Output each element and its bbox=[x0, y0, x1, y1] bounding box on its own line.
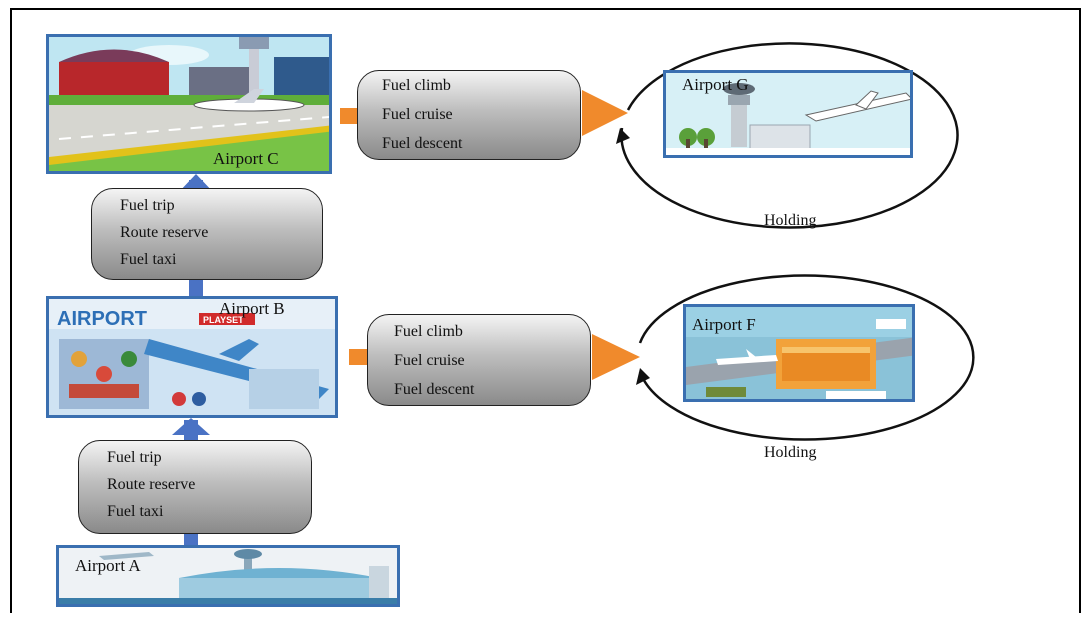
diagram-frame bbox=[10, 8, 1081, 613]
airport-b-sign: AIRPORT bbox=[57, 308, 147, 330]
airport-a-label: Airport A bbox=[75, 556, 141, 575]
fuel-bc-line-1: Fuel trip bbox=[120, 197, 175, 214]
fuel-bf-line-3: Fuel descent bbox=[394, 381, 475, 398]
holding-arrowhead-g bbox=[616, 128, 630, 144]
holding-circle-f bbox=[638, 274, 975, 441]
arrow-head-bf bbox=[592, 334, 640, 380]
airport-g-illustration bbox=[666, 73, 910, 155]
fuel-bc-line-2: Route reserve bbox=[120, 224, 209, 241]
fuel-cg-line-2: Fuel cruise bbox=[382, 106, 453, 123]
fuel-box-cg: Fuel climb Fuel cruise Fuel descent bbox=[357, 70, 581, 160]
arrow-head-cg bbox=[582, 90, 628, 136]
fuel-box-bf: Fuel climb Fuel cruise Fuel descent bbox=[367, 314, 591, 406]
holding-label-f: Holding bbox=[764, 444, 817, 461]
holding-circle-g bbox=[620, 42, 959, 229]
fuel-bf-line-2: Fuel cruise bbox=[394, 352, 465, 369]
airport-a-image: Airport A bbox=[56, 545, 400, 607]
fuel-ab-line-1: Fuel trip bbox=[107, 449, 162, 466]
airport-a-illustration bbox=[59, 548, 397, 604]
airport-f-label: Airport F bbox=[692, 315, 756, 334]
fuel-box-ab: Fuel trip Route reserve Fuel taxi bbox=[78, 440, 312, 534]
fuel-ab-line-2: Route reserve bbox=[107, 476, 196, 493]
arrow-head-ab bbox=[172, 418, 210, 435]
fuel-ab-line-3: Fuel taxi bbox=[107, 503, 164, 520]
airport-b-sign-sub: PLAYSET bbox=[203, 315, 244, 325]
fuel-bc-line-3: Fuel taxi bbox=[120, 251, 177, 268]
holding-label-g: Holding bbox=[764, 212, 817, 229]
fuel-box-bc: Fuel trip Route reserve Fuel taxi bbox=[91, 188, 323, 280]
fuel-cg-line-1: Fuel climb bbox=[382, 77, 451, 94]
airport-b-image: AIRPORT PLAYSET Airport B bbox=[46, 296, 338, 418]
airport-b-illustration: AIRPORT PLAYSET bbox=[49, 299, 335, 415]
airport-g-label: Airport G bbox=[682, 75, 749, 94]
airport-g-image: Airport G bbox=[663, 70, 913, 158]
airport-c-image: Airport C bbox=[46, 34, 332, 174]
airport-c-illustration bbox=[49, 37, 329, 171]
arrow-tail-bf bbox=[349, 349, 367, 365]
fuel-bf-line-1: Fuel climb bbox=[394, 323, 463, 340]
arrow-tail-cg bbox=[340, 108, 358, 124]
airport-f-image: Airport F bbox=[683, 304, 915, 402]
holding-arrowhead-f bbox=[636, 368, 650, 385]
airport-f-illustration bbox=[686, 307, 912, 399]
airport-c-label: Airport C bbox=[213, 149, 279, 168]
fuel-cg-line-3: Fuel descent bbox=[382, 135, 463, 152]
airport-b-label: Airport B bbox=[219, 299, 285, 318]
